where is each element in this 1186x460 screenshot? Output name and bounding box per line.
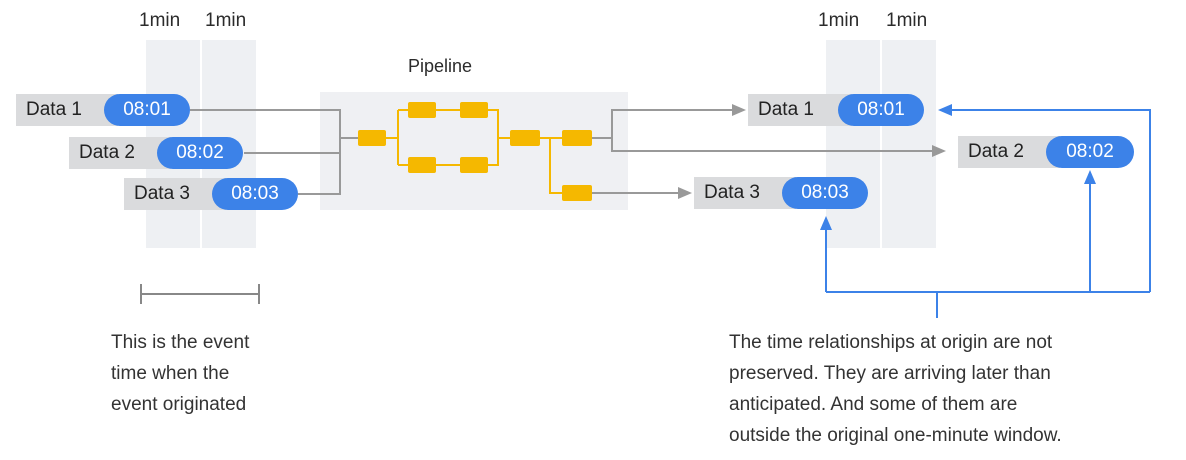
origin-window-2-label: 1min [205,10,247,31]
pipeline-node-7 [562,130,592,146]
arrival-tag-time: 08:03 [782,177,868,209]
pipeline-node-8 [562,185,592,201]
caption-line: event originated [111,394,247,415]
arrowhead-data-1 [732,104,746,116]
pipeline-node-2 [408,102,436,118]
caption-line: anticipated. And some of them are [729,394,1018,415]
highlight-arrowhead-data-1 [938,104,952,116]
pipeline-node-6 [510,130,540,146]
arrowhead-data-2 [932,145,946,157]
origin-tag-time: 08:03 [212,178,298,210]
arrival-tag-label: Data 3 [694,177,796,209]
highlight-arrowhead-data-3 [820,216,832,230]
origin-tag-time: 08:02 [157,137,243,169]
arrival-tag-label: Data 2 [958,136,1060,168]
origin-window-1-label: 1min [139,10,181,31]
highlight-arrowhead-data-2 [1084,170,1096,184]
origin-tag-time: 08:01 [104,94,190,126]
caption-line: This is the event [111,332,250,353]
pipeline-node-1 [358,130,386,146]
arrival-caption: The time relationships at origin are not… [729,327,1062,451]
caption-line: The time relationships at origin are not [729,332,1053,353]
input-line-data-2 [244,138,341,154]
caption-line: outside the original one-minute window. [729,425,1062,446]
pipeline-node-4 [408,157,436,173]
origin-tag-data-2: Data 2 08:02 [69,137,243,169]
arrival-window-2-label: 1min [886,10,928,31]
input-line-data-1 [190,109,358,139]
input-line-data-3 [298,138,341,195]
origin-tag-label: Data 3 [124,178,226,210]
arrival-window-1 [826,40,880,248]
highlight-lines [825,109,1151,318]
output-line-data-2 [611,138,934,152]
arrival-tag-time: 08:02 [1046,136,1134,168]
arrival-window-1-label: 1min [818,10,860,31]
arrival-tag-time: 08:01 [838,94,924,126]
caption-line: time when the [111,363,230,384]
event-time-caption: This is the event time when the event or… [111,327,249,420]
arrival-tag-data-2: Data 2 08:02 [958,136,1134,168]
pipeline-title: Pipeline [408,56,473,76]
origin-tag-label: Data 2 [69,137,171,169]
caption-line: preserved. They are arriving later than [729,363,1051,384]
arrival-tag-data-3: Data 3 08:03 [694,177,868,209]
origin-tag-data-1: Data 1 08:01 [16,94,190,126]
origin-tag-label: Data 1 [16,94,118,126]
origin-tag-data-3: Data 3 08:03 [124,178,298,210]
pipeline-node-5 [460,157,488,173]
pipeline-node-3 [460,102,488,118]
arrival-tag-label: Data 1 [748,94,852,126]
arrival-window-2 [882,40,936,248]
arrowhead-data-3 [678,187,692,199]
output-line-data-1 [592,109,734,139]
arrival-tag-data-1: Data 1 08:01 [748,94,924,126]
event-time-bracket [140,284,260,304]
